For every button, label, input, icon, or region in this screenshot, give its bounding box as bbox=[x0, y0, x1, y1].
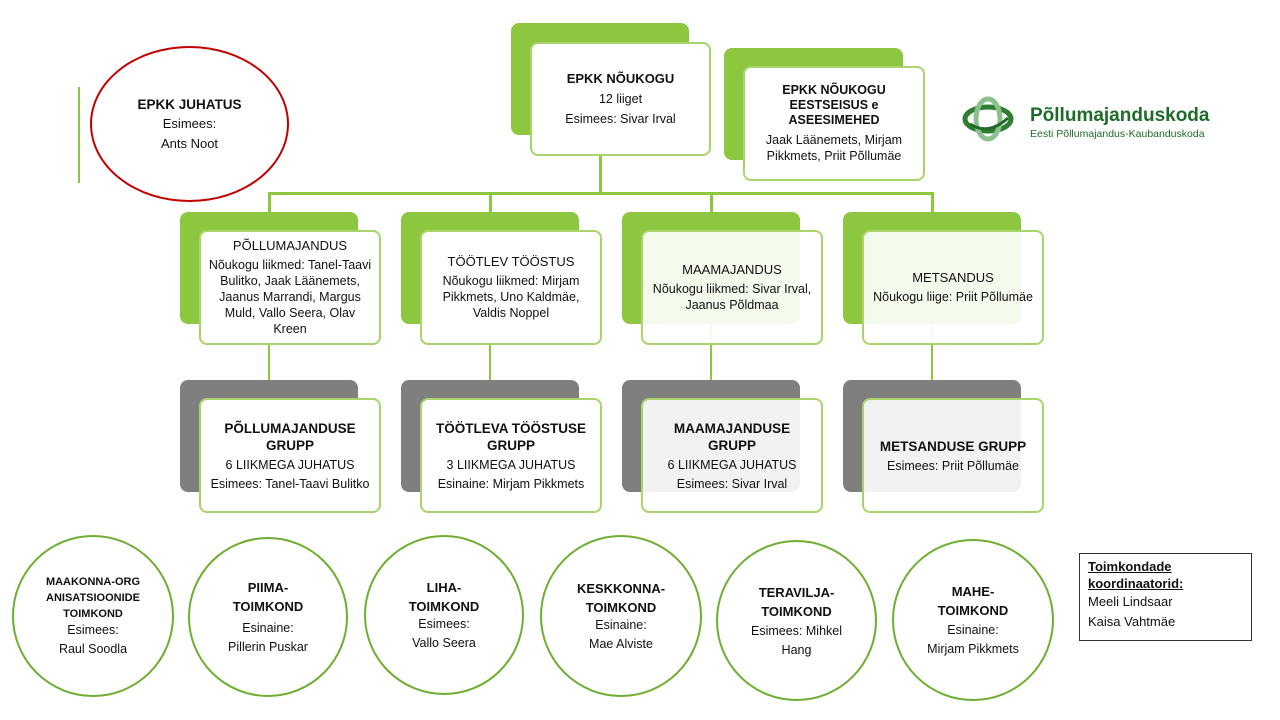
group-box: MAAMAJANDUSE GRUPP 6 LIIKMEGA JUHATUS Es… bbox=[641, 398, 823, 513]
sector-text: Nõukogu liikmed: Tanel-Taavi Bulitko, Ja… bbox=[208, 258, 372, 336]
connector-horizontal bbox=[268, 192, 934, 195]
committee-person: Mae Alviste bbox=[589, 637, 653, 651]
connector-council-down bbox=[599, 155, 602, 193]
divider-left bbox=[78, 87, 80, 183]
sector-title: TÖÖTLEV TÖÖSTUS bbox=[447, 254, 575, 269]
committee-title: TERAVILJA-TOIMKOND bbox=[758, 584, 835, 619]
presidium-title: EPKK NÕUKOGU EESTSEISUS e ASEESIMEHED bbox=[782, 83, 886, 127]
sector-title: MAAMAJANDUS bbox=[682, 262, 782, 277]
presidium-box: EPKK NÕUKOGU EESTSEISUS e ASEESIMEHED Ja… bbox=[743, 66, 925, 181]
group-line1: 3 LIIKMEGA JUHATUS bbox=[446, 457, 576, 472]
coordinators-box: Toimkondade koordinaatorid: Meeli Lindsa… bbox=[1079, 553, 1252, 641]
committee-circle: PIIMA-TOIMKOND Esinaine: Pillerin Puskar bbox=[188, 537, 348, 697]
committee-circle: LIHA-TOIMKOND Esimees: Vallo Seera bbox=[364, 535, 524, 695]
group-line2: Esimees: Priit Põllumäe bbox=[887, 458, 1019, 473]
committee-title: LIHA-TOIMKOND bbox=[408, 580, 480, 614]
coordinator-name: Kaisa Vahtmäe bbox=[1088, 614, 1176, 629]
committee-person: Vallo Seera bbox=[412, 636, 476, 650]
group-title: TÖÖTLEVA TÖÖSTUSE GRUPP bbox=[435, 420, 586, 453]
group-title: METSANDUSE GRUPP bbox=[879, 438, 1027, 454]
group-title: PÕLLUMAJANDUSE GRUPP bbox=[224, 420, 356, 453]
sector-title: PÕLLUMAJANDUS bbox=[232, 238, 348, 253]
committee-person: Hang bbox=[781, 642, 812, 657]
logo-subtitle: Eesti Põllumajandus-Kaubanduskoda bbox=[1030, 128, 1205, 140]
committee-title: MAAKONNA-ORGANISATSIOONIDE TOIMKOND bbox=[45, 576, 141, 620]
connector-group-2 bbox=[489, 344, 491, 382]
sector-box: METSANDUS Nõukogu liige: Priit Põllumäe bbox=[862, 230, 1044, 345]
group-line2: Esinaine: Mirjam Pikkmets bbox=[437, 476, 585, 491]
sector-box: PÕLLUMAJANDUS Nõukogu liikmed: Tanel-Taa… bbox=[199, 230, 381, 345]
connector-sector-2 bbox=[489, 192, 492, 214]
group-box: METSANDUSE GRUPP Esimees: Priit Põllumäe bbox=[862, 398, 1044, 513]
committee-circle: MAHE-TOIMKOND Esinaine: Mirjam Pikkmets bbox=[892, 539, 1054, 701]
committee-circle: TERAVILJA-TOIMKOND Esimees: Mihkel Hang bbox=[716, 540, 877, 701]
group-box: TÖÖTLEVA TÖÖSTUSE GRUPP 3 LIIKMEGA JUHAT… bbox=[420, 398, 602, 513]
connector-group-3 bbox=[710, 324, 712, 382]
coordinator-name: Meeli Lindsaar bbox=[1088, 594, 1173, 609]
connector-group-4 bbox=[931, 324, 933, 382]
group-line1: 6 LIIKMEGA JUHATUS bbox=[667, 457, 797, 472]
chamber-logo-icon bbox=[962, 96, 1014, 142]
committee-role: Esinaine: bbox=[595, 618, 647, 632]
committee-title: PIIMA-TOIMKOND bbox=[232, 580, 304, 614]
committee-role: Esimees: bbox=[67, 623, 119, 637]
committee-role: Esinaine: bbox=[947, 623, 999, 637]
board-line2: Ants Noot bbox=[160, 135, 219, 151]
council-line2: Esimees: Sivar Irval bbox=[565, 112, 676, 126]
board-line1: Esimees: bbox=[162, 115, 217, 131]
committee-title: MAHE-TOIMKOND bbox=[937, 584, 1009, 618]
committee-person: Mirjam Pikkmets bbox=[927, 642, 1019, 656]
group-line2: Esimees: Tanel-Taavi Bulitko bbox=[210, 476, 370, 491]
sector-title: METSANDUS bbox=[912, 270, 994, 285]
coordinators-heading: Toimkondade koordinaatorid: bbox=[1088, 559, 1184, 591]
council-box: EPKK NÕUKOGU 12 liiget Esimees: Sivar Ir… bbox=[530, 42, 711, 156]
sector-text: Nõukogu liikmed: Mirjam Pikkmets, Uno Ka… bbox=[442, 274, 580, 320]
committee-role: Esinaine: bbox=[242, 621, 294, 635]
committee-circle: KESKKONNA-TOIMKOND Esinaine: Mae Alviste bbox=[540, 535, 702, 697]
committee-title: KESKKONNA-TOIMKOND bbox=[576, 581, 666, 615]
board-title: EPKK JUHATUS bbox=[137, 96, 242, 112]
committee-role: Esimees: Mihkel bbox=[751, 623, 842, 638]
committee-role: Esimees: bbox=[418, 617, 470, 631]
presidium-members: Jaak Läänemets, Mirjam Pikkmets, Priit P… bbox=[765, 133, 903, 163]
group-line1: 6 LIIKMEGA JUHATUS bbox=[225, 457, 355, 472]
council-line1: 12 liiget bbox=[598, 92, 643, 106]
council-title: EPKK NÕUKOGU bbox=[566, 71, 675, 86]
connector-sector-3 bbox=[710, 192, 713, 214]
group-title: MAAMAJANDUSE GRUPP bbox=[673, 420, 791, 453]
sector-box: MAAMAJANDUS Nõukogu liikmed: Sivar Irval… bbox=[641, 230, 823, 345]
logo-name: Põllumajanduskoda bbox=[1030, 105, 1210, 126]
connector-group-1 bbox=[268, 344, 270, 382]
connector-sector-1 bbox=[268, 192, 271, 214]
group-box: PÕLLUMAJANDUSE GRUPP 6 LIIKMEGA JUHATUS … bbox=[199, 398, 381, 513]
committee-person: Raul Soodla bbox=[58, 642, 128, 656]
board-circle: EPKK JUHATUS Esimees: Ants Noot bbox=[90, 46, 289, 202]
sector-box: TÖÖTLEV TÖÖSTUS Nõukogu liikmed: Mirjam … bbox=[420, 230, 602, 345]
logo: Põllumajanduskoda Eesti Põllumajandus-Ka… bbox=[962, 96, 1212, 142]
sector-text: Nõukogu liige: Priit Põllumäe bbox=[873, 290, 1033, 304]
sector-text: Nõukogu liikmed: Sivar Irval, Jaanus Põl… bbox=[652, 282, 812, 312]
committee-circle: MAAKONNA-ORGANISATSIOONIDE TOIMKOND Esim… bbox=[12, 535, 174, 697]
connector-sector-4 bbox=[931, 192, 934, 214]
committee-person: Pillerin Puskar bbox=[228, 640, 308, 654]
group-line2: Esimees: Sivar Irval bbox=[676, 476, 788, 491]
